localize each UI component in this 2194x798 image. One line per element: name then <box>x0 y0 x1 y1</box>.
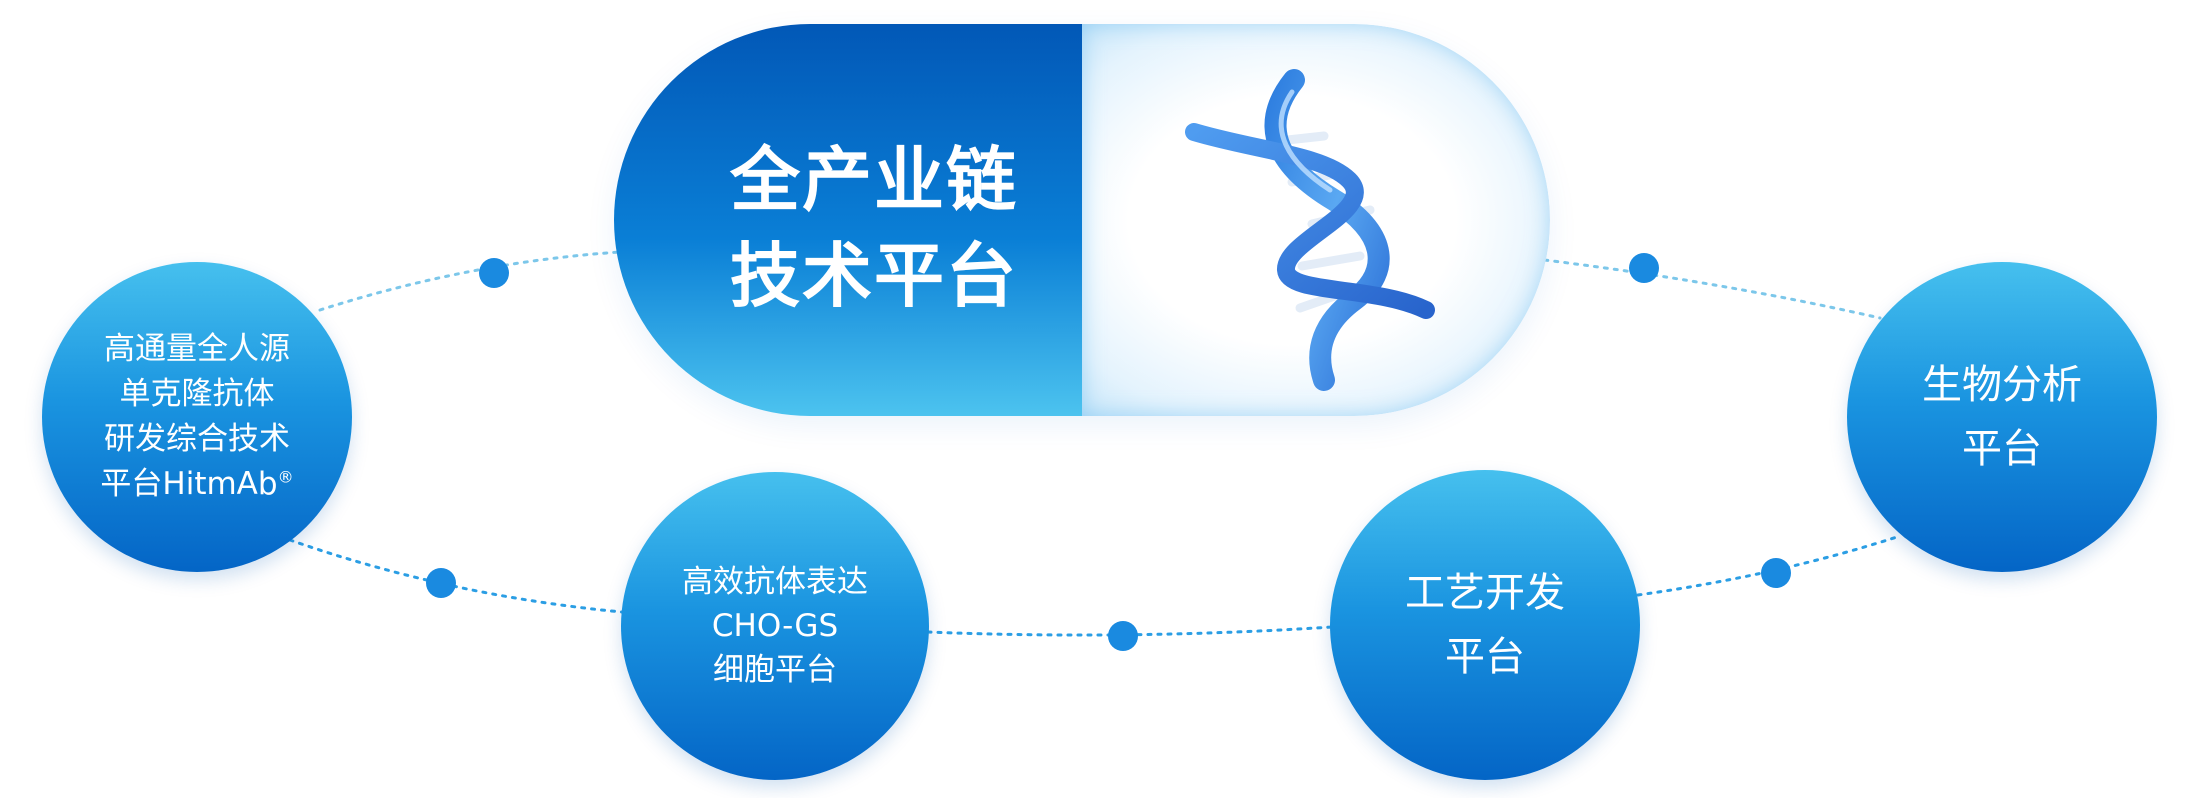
platform-hitmab-line-1: 高通量全人源 <box>104 331 290 367</box>
orbit-dot <box>426 568 456 598</box>
capsule-title: 全产业链 技术平台 <box>724 132 1024 324</box>
dna-helix-icon <box>1185 69 1435 391</box>
platform-bioanalysis-line-1: 生物分析 <box>1922 362 2082 408</box>
capsule-title-line-2: 技术平台 <box>730 235 1018 317</box>
orbit-dot <box>1108 621 1138 651</box>
platform-hitmab-line-4: 平台HitmAb® <box>100 462 293 507</box>
connector-bottom-left <box>288 538 624 614</box>
platform-cho-gs-line-2: CHO-GS <box>711 608 839 644</box>
platform-cho-gs-line-1: 高效抗体表达 <box>682 564 868 600</box>
platform-bioanalysis: 生物分析 平台 <box>1847 262 2157 572</box>
platform-cho-gs: 高效抗体表达 CHO-GS 细胞平台 <box>621 472 929 780</box>
registered-trademark: ® <box>277 467 294 487</box>
core-platform-capsule: 全产业链 技术平台 <box>614 24 1550 416</box>
platform-process-development: 工艺开发 平台 <box>1330 470 1640 780</box>
capsule-left-half <box>614 24 1082 416</box>
platform-hitmab-line-3: 研发综合技术 <box>104 421 290 457</box>
capsule-title-line-1: 全产业链 <box>730 139 1018 221</box>
platform-hitmab-name: 平台HitmAb <box>100 466 278 502</box>
orbit-dot <box>1761 558 1791 588</box>
orbit-dot <box>479 258 509 288</box>
connector-top-left <box>318 250 622 312</box>
platform-process-line-1: 工艺开发 <box>1405 570 1565 616</box>
platform-hitmab-line-2: 单克隆抗体 <box>119 376 275 412</box>
platform-process-line-2: 平台 <box>1445 634 1525 680</box>
orbit-dot <box>1629 253 1659 283</box>
platform-cho-gs-line-3: 细胞平台 <box>713 652 837 688</box>
platform-hitmab: 高通量全人源 单克隆抗体 研发综合技术 平台HitmAb® <box>42 262 352 572</box>
platform-bioanalysis-line-2: 平台 <box>1962 426 2042 472</box>
